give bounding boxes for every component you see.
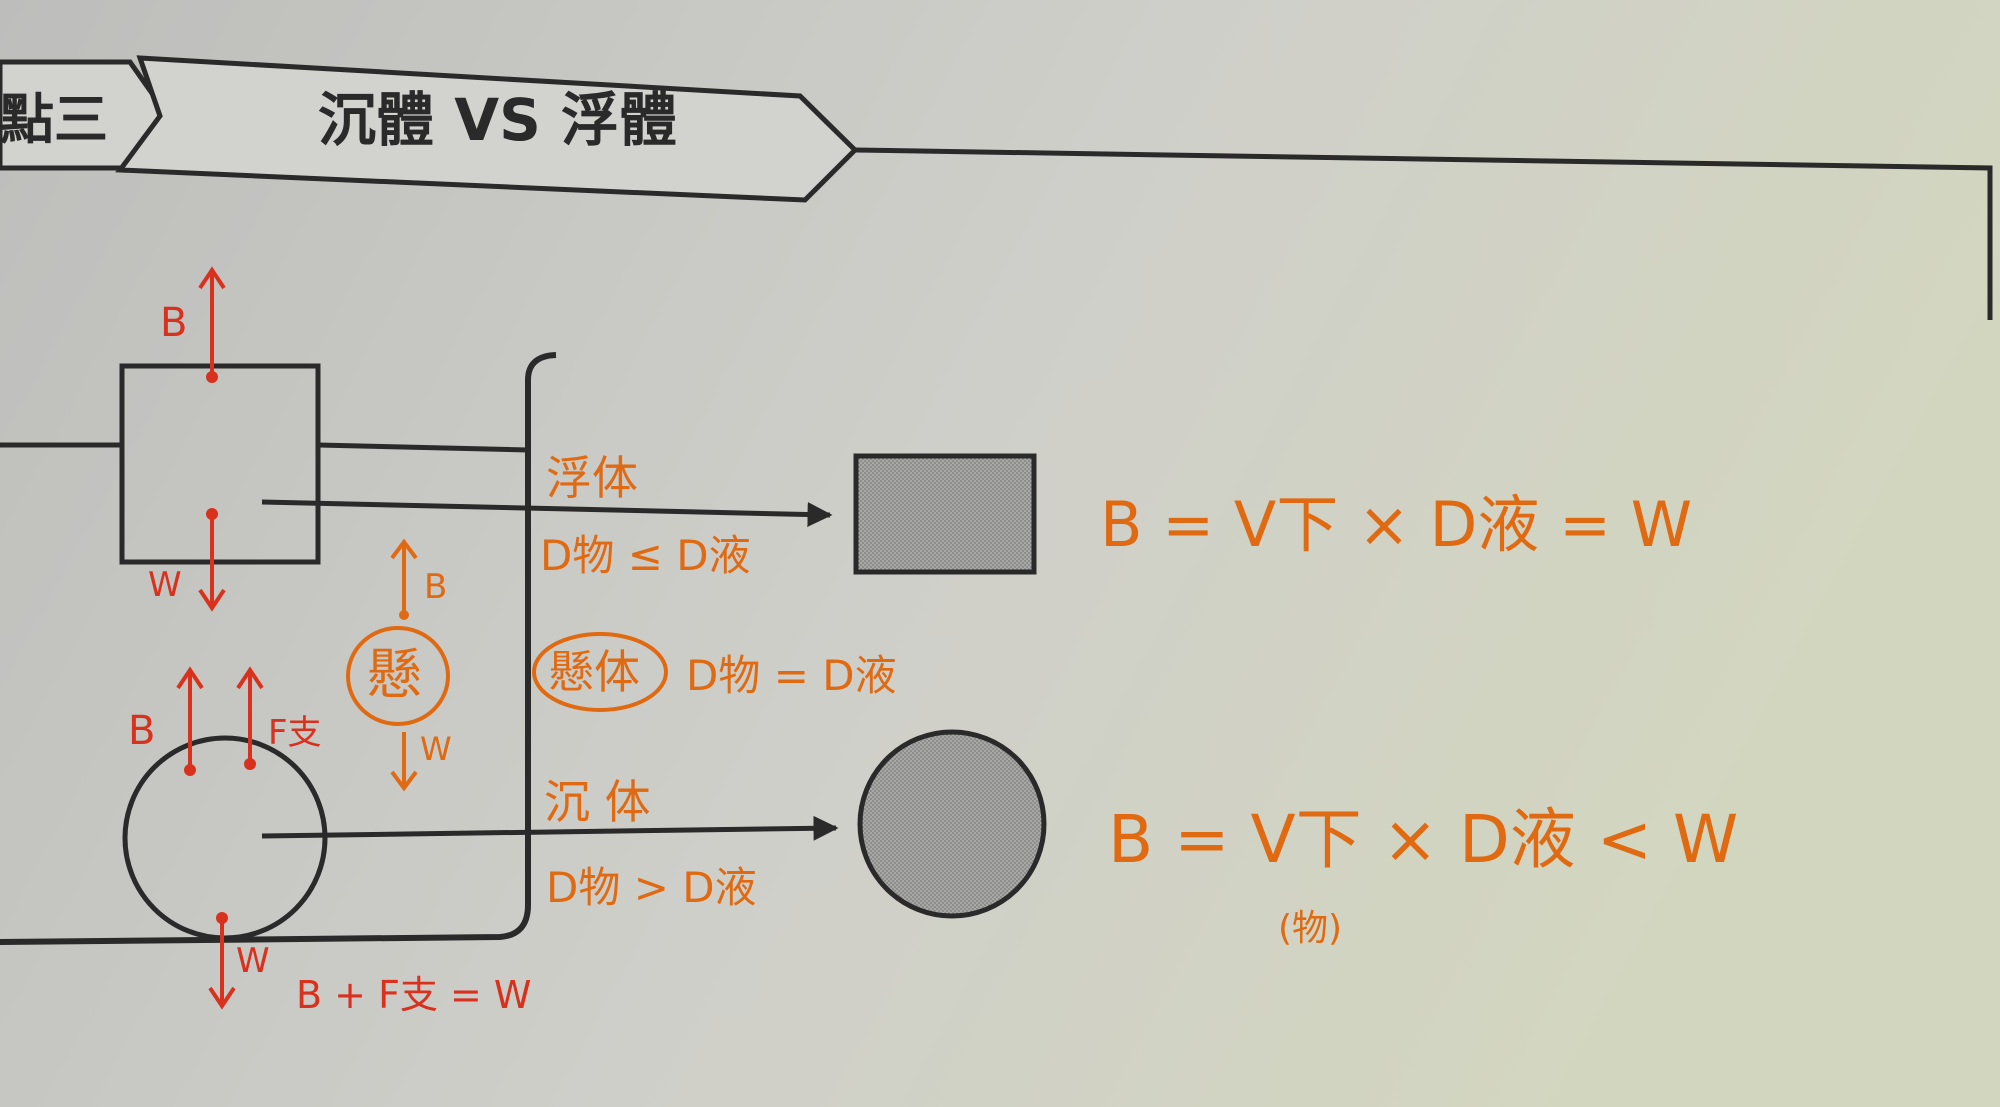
header-rule — [854, 147, 1993, 320]
sinking-pointer-arrow — [261, 815, 839, 841]
lower-buoyancy-label: B — [128, 708, 155, 754]
suspended-label-circle — [532, 632, 668, 712]
suspended-note-forces — [390, 538, 418, 792]
lower-balance-equation: B + F支 = W — [296, 973, 532, 1017]
sinking-label: 沉 体 — [544, 775, 651, 829]
title-banner — [115, 55, 859, 203]
sinking-condition: D物 > D液 — [546, 863, 757, 912]
floating-shape — [853, 453, 1037, 575]
suspended-note-circle — [346, 626, 450, 726]
floating-pointer-arrow — [261, 499, 833, 527]
section-label: 點三 — [0, 88, 108, 151]
suspended-note-symbol: 懸 — [366, 643, 422, 708]
upper-body-forces — [198, 266, 226, 612]
liquid-surface-right — [317, 442, 529, 453]
upper-weight-label: W — [148, 565, 182, 605]
lower-buoyancy-origin — [184, 764, 196, 776]
suspended-label: 懸体 — [548, 645, 640, 699]
sinking-shape — [857, 729, 1047, 919]
sinking-equation: B = V下 × D液 < W — [1108, 801, 1738, 878]
floating-condition: D物 ≤ D液 — [540, 531, 751, 580]
sinking-equation-note: (物) — [1278, 908, 1342, 949]
floating-label: 浮体 — [546, 451, 638, 505]
lower-support-label: F支 — [268, 713, 322, 753]
sinking-body — [122, 735, 328, 941]
upper-force-origin-top — [206, 371, 218, 383]
floating-body — [119, 363, 321, 565]
lower-weight-label: W — [236, 941, 270, 981]
page-title: 沉體 VS 浮體 — [318, 86, 677, 154]
upper-buoyancy-label: B — [160, 300, 187, 346]
suspended-note-weight: W — [420, 730, 452, 768]
section-header: 點三 沉體 VS 浮體 — [0, 55, 1993, 320]
upper-force-origin-bottom — [206, 508, 218, 520]
lower-weight-origin — [216, 912, 228, 924]
lower-body-forces — [176, 666, 264, 1010]
suspended-note-buoyancy: B — [424, 567, 447, 607]
floating-equation: B = V下 × D液 = W — [1100, 488, 1692, 561]
lower-support-origin — [244, 758, 256, 770]
suspended-condition: D物 = D液 — [686, 651, 897, 700]
container-outline — [0, 352, 557, 945]
suspended-note-origin — [399, 610, 409, 620]
